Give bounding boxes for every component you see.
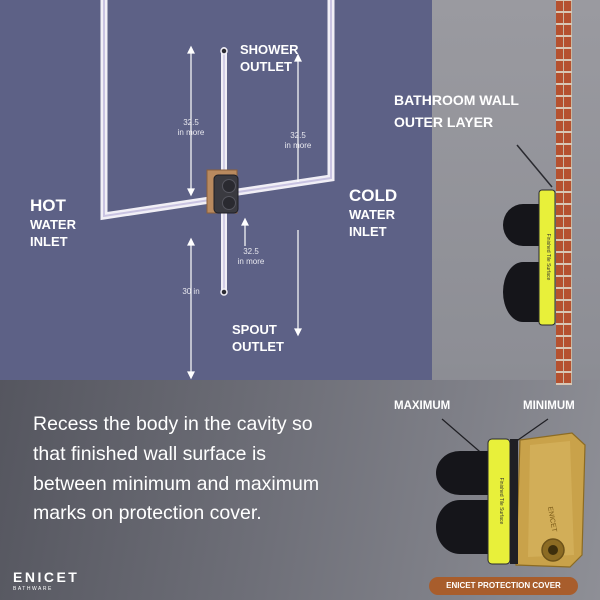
instruction-text: Recess the body in the cavity so that fi… <box>33 413 320 525</box>
logo-wordmark: ENICET <box>13 569 80 585</box>
piping-diagram <box>100 0 335 380</box>
diagram-valve-knob-bottom <box>222 196 236 210</box>
dim-label-left-bottom: 30 in <box>175 287 207 297</box>
cold-water-inlet-label: COLD WATER INLET <box>349 185 397 241</box>
dim-label-right-bottom: 32.5 in more <box>236 247 266 266</box>
dim-right-bottom-value: 32.5 <box>243 247 259 256</box>
cold-label-line3: INLET <box>349 223 387 239</box>
dim-left-top-unit: in more <box>177 127 205 137</box>
cold-label-line2: WATER <box>349 207 395 223</box>
bathroom-wall-callout: BATHROOM WALL OUTER LAYER <box>394 90 519 133</box>
installed-valve-side-view: Finished Tile Surface <box>503 144 556 326</box>
diagram-valve-knob-top <box>222 179 236 193</box>
wall-callout-line1: BATHROOM WALL <box>394 92 519 108</box>
shower-outlet-label-line2: OUTLET <box>240 58 292 74</box>
cold-label-line1: COLD <box>349 186 398 205</box>
hot-water-inlet-label: HOT WATER INLET <box>30 195 76 251</box>
dim-left-bottom-value: 30 in <box>182 287 200 296</box>
dim-left-top-value: 32.5 <box>183 118 199 127</box>
shower-outlet-cap <box>220 47 228 55</box>
spout-label-line1: SPOUT <box>232 322 277 337</box>
shower-outlet-label-line1: SHOWER <box>240 42 299 57</box>
cold-water-pipe <box>234 0 335 196</box>
hot-water-pipe <box>100 0 214 221</box>
hot-label-line3: INLET <box>30 233 68 249</box>
spout-label-line2: OUTLET <box>232 338 284 354</box>
installed-cover-text: Finished Tile Surface <box>545 234 551 281</box>
maximum-mark-label: MAXIMUM <box>394 400 451 412</box>
logo-tagline: BATHWARE <box>13 586 53 592</box>
minimum-mark-label: MINIMUM <box>523 400 575 412</box>
cover-label-text: Finished Tile Surface <box>498 478 504 525</box>
brass-body-engraving: ENICET <box>546 506 557 533</box>
spout-outlet-cap <box>220 288 228 296</box>
maximum-pointer <box>441 418 487 458</box>
bathroom-wall-bricks <box>556 0 572 385</box>
dim-label-right-top: 32.5 in more <box>283 131 313 150</box>
valve-with-protection-cover: ENICET Finished Tile Surface <box>436 418 586 568</box>
spout-outlet-label: SPOUT OUTLET <box>232 322 284 356</box>
enicet-logo: ENICET BATHWARE <box>13 570 79 592</box>
hot-label-line2: WATER <box>30 217 76 233</box>
protection-cover-badge: ENICET PROTECTION COVER <box>429 577 578 595</box>
shower-outlet-label: SHOWER OUTLET <box>240 42 299 76</box>
wall-callout-pointer <box>516 144 553 188</box>
hot-label-line1: HOT <box>30 196 66 215</box>
dim-right-bottom-unit: in more <box>237 256 265 266</box>
installed-protection-cover <box>538 189 556 326</box>
dim-label-left-top: 32.5 in more <box>176 118 206 137</box>
dim-right-top-unit: in more <box>284 140 312 150</box>
wall-callout-line2: OUTER LAYER <box>394 113 494 130</box>
dim-right-top-value: 32.5 <box>290 131 306 140</box>
